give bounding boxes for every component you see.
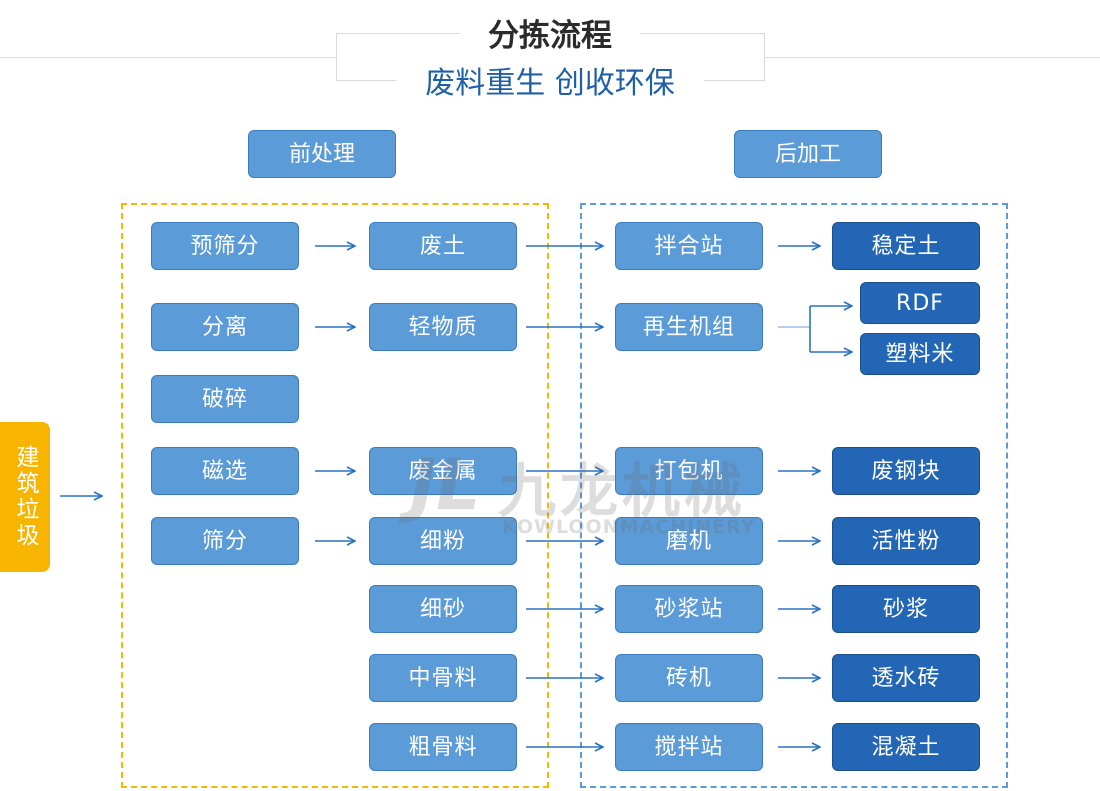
product-permeable-brick: 透水砖 (832, 654, 980, 702)
section-post-processing: 后加工 (734, 130, 882, 178)
header-frame-bottom-left (336, 80, 396, 81)
header-frame-top-left (336, 33, 460, 34)
step-prescreen: 预筛分 (151, 222, 299, 270)
material-scrap-metal: 废金属 (369, 447, 517, 495)
post-processing-zone (580, 203, 1008, 788)
step-screen: 筛分 (151, 517, 299, 565)
header-rule-right (764, 57, 1100, 58)
construction-waste-source: 建筑垃圾 (0, 422, 50, 572)
page-title: 分拣流程 (460, 14, 640, 58)
product-rdf: RDF (860, 282, 980, 324)
material-coarse-aggregate: 粗骨料 (369, 723, 517, 771)
machine-stirring-station: 搅拌站 (615, 723, 763, 771)
machine-brick: 砖机 (615, 654, 763, 702)
header-frame-bottom-right (704, 80, 765, 81)
pre-processing-zone (121, 203, 549, 788)
machine-mortar-station: 砂浆站 (615, 585, 763, 633)
page-subtitle: 废料重生 创收环保 (425, 66, 675, 101)
material-medium-aggregate: 中骨料 (369, 654, 517, 702)
machine-baler: 打包机 (615, 447, 763, 495)
header-frame-left (336, 33, 337, 81)
step-crush: 破碎 (151, 375, 299, 423)
product-concrete: 混凝土 (832, 723, 980, 771)
product-mortar: 砂浆 (832, 585, 980, 633)
product-active-powder: 活性粉 (832, 517, 980, 565)
material-waste-soil: 废土 (369, 222, 517, 270)
machine-recycling-unit: 再生机组 (615, 303, 763, 351)
material-light-matter: 轻物质 (369, 303, 517, 351)
header-frame-top-right (640, 33, 765, 34)
material-fine-powder: 细粉 (369, 517, 517, 565)
header-frame-right (764, 33, 765, 81)
material-fine-sand: 细砂 (369, 585, 517, 633)
section-pre-processing: 前处理 (248, 130, 396, 178)
step-magnetic: 磁选 (151, 447, 299, 495)
step-separate: 分离 (151, 303, 299, 351)
product-stabilized-soil: 稳定土 (832, 222, 980, 270)
product-scrap-steel-block: 废钢块 (832, 447, 980, 495)
header-rule-left (0, 57, 336, 58)
machine-mixing-station: 拌合站 (615, 222, 763, 270)
machine-mill: 磨机 (615, 517, 763, 565)
construction-waste-label: 建筑垃圾 (12, 445, 38, 549)
product-plastic-pellets: 塑料米 (860, 333, 980, 375)
